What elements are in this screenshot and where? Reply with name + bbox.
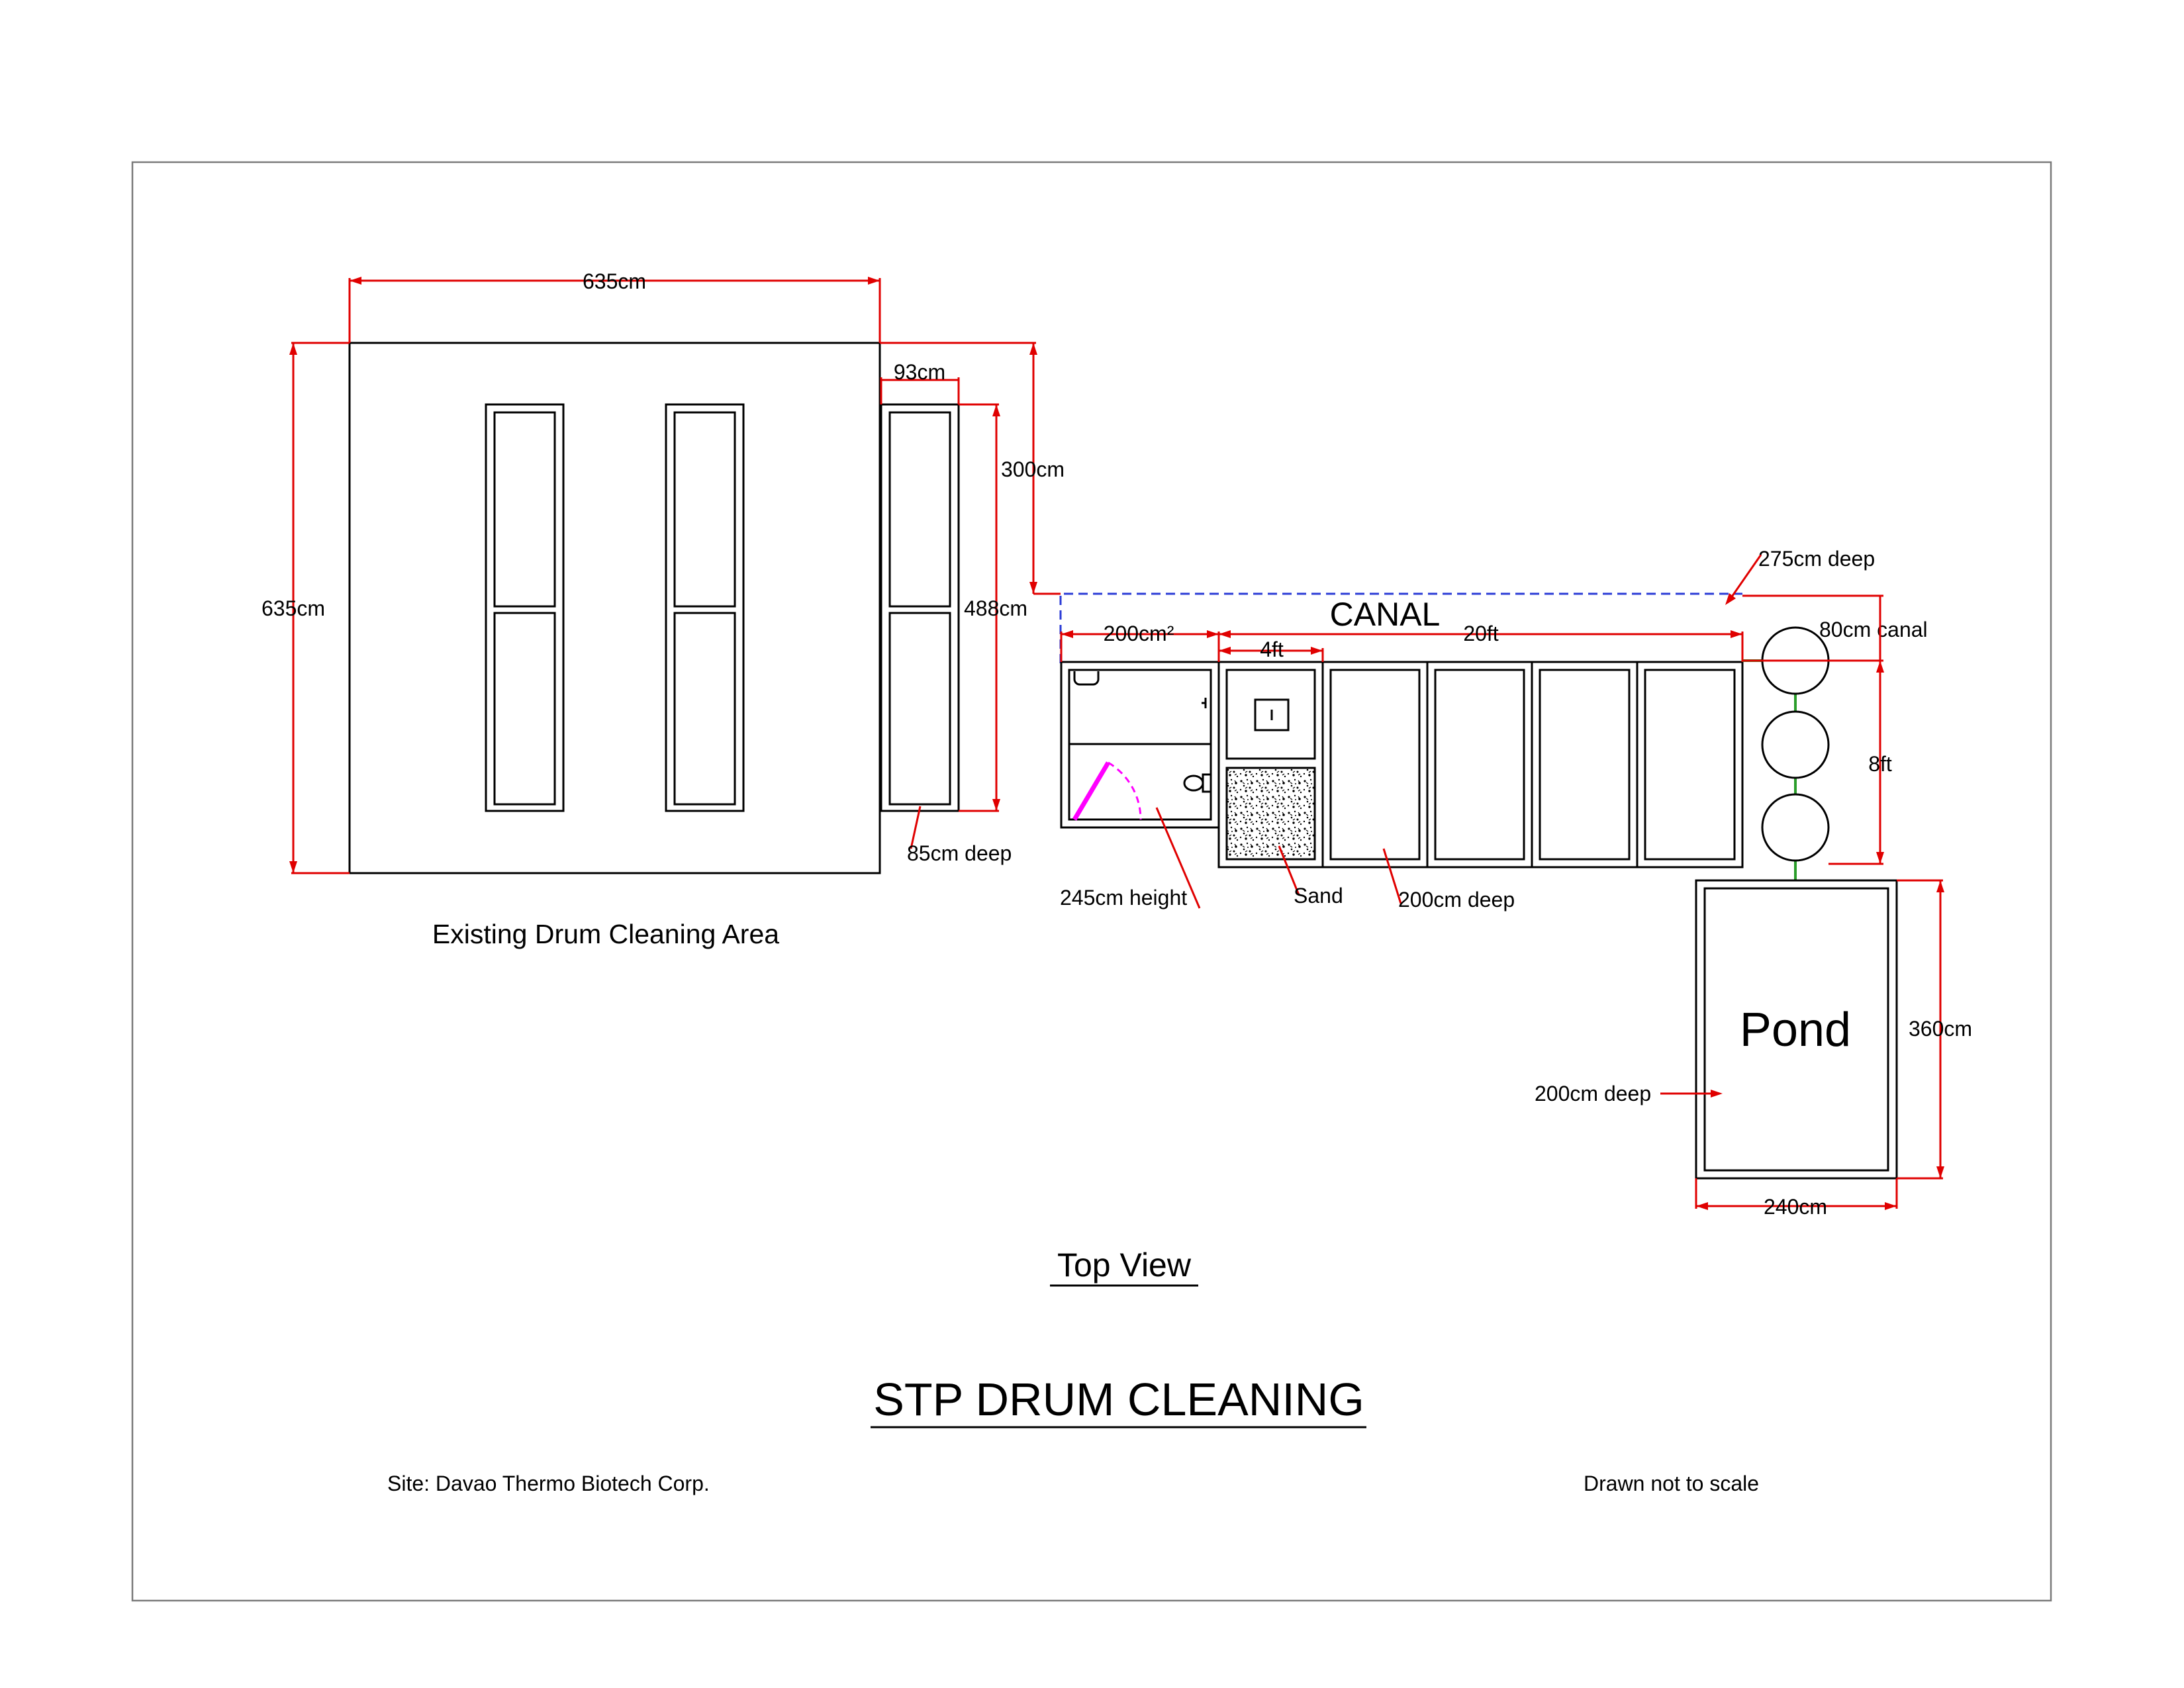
drums-height-label: 8ft xyxy=(1868,752,1892,776)
dimension-toilet: 200cm² xyxy=(1060,622,1219,662)
sand-bed xyxy=(1225,767,1316,861)
toilet-icon xyxy=(1183,773,1212,793)
pond-depth-note: 200cm deep xyxy=(1535,1082,1651,1105)
tank-depth-leader xyxy=(910,806,922,849)
canal-depth-note: 275cm deep xyxy=(1758,547,1875,571)
sink-icon xyxy=(1073,671,1100,686)
existing-width-label: 635cm xyxy=(583,269,646,293)
existing-tank-2 xyxy=(665,403,745,812)
dimension-tank-width: 93cm xyxy=(880,360,960,404)
title-block: Top View STP DRUM CLEANING Site: Davao T… xyxy=(387,1246,1759,1495)
sand-note: Sand xyxy=(1294,884,1343,908)
existing-tank-3 xyxy=(880,403,960,812)
pond-label: Pond xyxy=(1740,1004,1851,1056)
settling-tank-2 xyxy=(1426,661,1533,868)
dimension-existing-height: 635cm xyxy=(261,342,350,874)
drawing-title: STP DRUM CLEANING xyxy=(873,1374,1364,1425)
existing-area-outline xyxy=(348,342,881,874)
faucet-icon xyxy=(1202,698,1207,708)
tank-length-label: 488cm xyxy=(964,596,1027,620)
stp-tank-depth-note: 200cm deep xyxy=(1398,888,1515,912)
stp-system: 200cm² 4ft 20ft 245cm height Sand 200cm … xyxy=(1060,622,1744,912)
sand-leader xyxy=(1278,845,1300,896)
dimension-filter-width: 4ft xyxy=(1219,637,1324,662)
drum-2 xyxy=(1761,710,1830,779)
tanks-length-label: 20ft xyxy=(1463,622,1498,645)
site-note: Site: Davao Thermo Biotech Corp. xyxy=(387,1472,710,1495)
filter-chamber xyxy=(1217,661,1324,868)
dimension-pond-height: 360cm xyxy=(1897,879,1972,1180)
dimension-offset: 300cm xyxy=(880,342,1065,595)
view-label: Top View xyxy=(1057,1246,1192,1284)
canal-side-note: 80cm canal xyxy=(1819,618,1928,641)
canal: CANAL 275cm deep 80cm canal xyxy=(1059,547,1928,663)
drain-icon xyxy=(1254,698,1290,731)
pond: Pond 360cm 240cm 200cm deep xyxy=(1535,879,1972,1219)
pond-width-label: 240cm xyxy=(1764,1195,1827,1219)
tank-width-label: 93cm xyxy=(894,360,945,384)
existing-area-label: Existing Drum Cleaning Area xyxy=(432,919,779,949)
settling-tank-1 xyxy=(1321,661,1429,868)
drum-filters: 8ft xyxy=(1742,594,1892,880)
door-icon xyxy=(1072,761,1111,821)
settling-tank-3 xyxy=(1531,661,1638,868)
drum-3 xyxy=(1761,793,1830,862)
canal-label: CANAL xyxy=(1330,596,1441,633)
canal-depth-leader xyxy=(1727,554,1762,603)
scale-note: Drawn not to scale xyxy=(1584,1472,1759,1495)
existing-tank-1 xyxy=(485,403,565,812)
tank-depth-note: 85cm deep xyxy=(907,841,1012,865)
filter-width-label: 4ft xyxy=(1260,637,1284,661)
existing-height-label: 635cm xyxy=(261,596,325,620)
sheet-border xyxy=(131,161,2052,1602)
toilet-height-note: 245cm height xyxy=(1060,886,1187,910)
existing-drum-cleaning-area: 635cm 635cm 93cm 488cm xyxy=(261,269,1065,949)
dimension-tank-length: 488cm xyxy=(959,403,1027,812)
offset-label: 300cm xyxy=(1001,457,1065,481)
toilet-room xyxy=(1060,661,1220,829)
toilet-height-leader xyxy=(1155,807,1201,909)
door-swing-arc xyxy=(1108,761,1142,820)
toilet-size-label: 200cm² xyxy=(1104,622,1174,645)
settling-tank-4 xyxy=(1636,661,1744,868)
dimension-drums-height: 8ft xyxy=(1742,594,1892,865)
pond-height-label: 360cm xyxy=(1909,1017,1972,1041)
dimension-existing-width: 635cm xyxy=(348,269,881,343)
tank-depth-200-leader xyxy=(1382,848,1402,904)
dimension-pond-width: 240cm xyxy=(1695,1178,1898,1219)
dimension-tanks-length: 20ft xyxy=(1217,622,1744,662)
